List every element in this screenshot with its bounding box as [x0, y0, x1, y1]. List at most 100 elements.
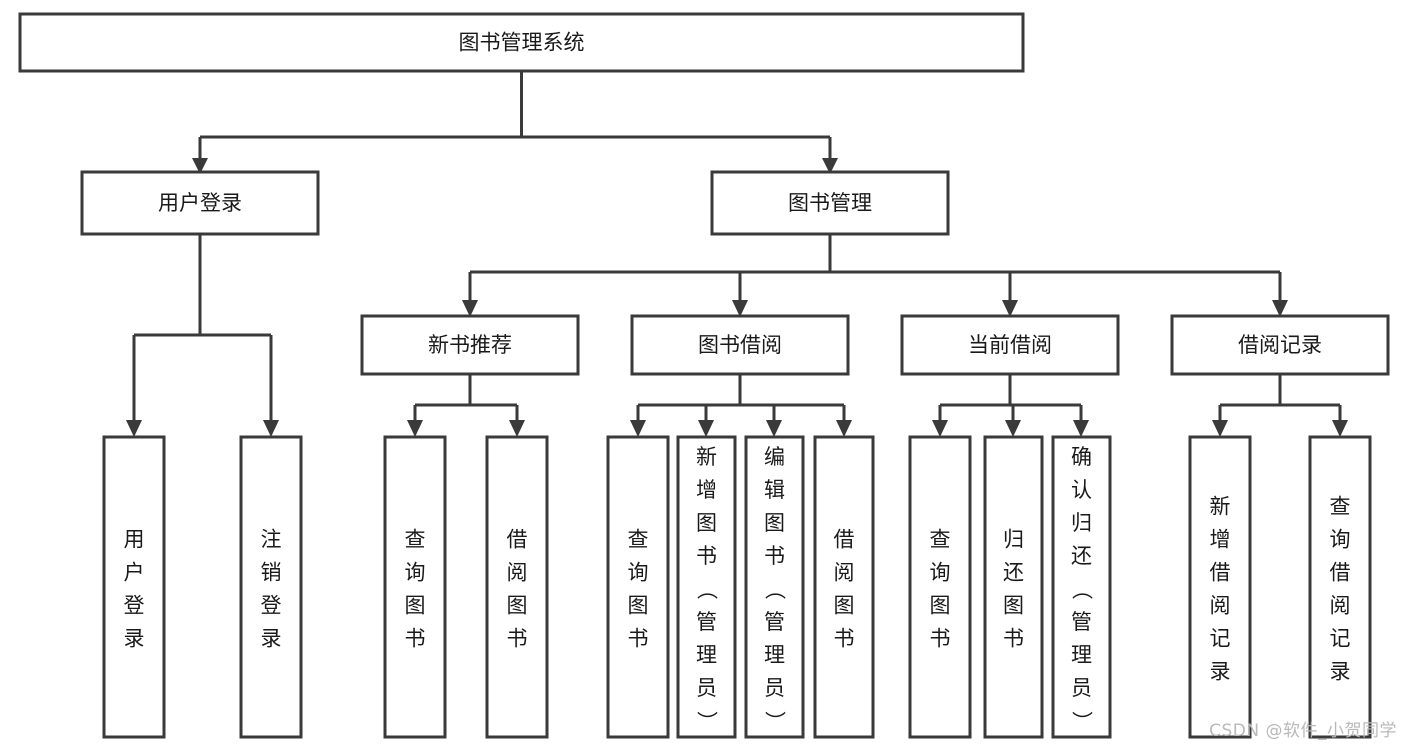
arrow-leaf-borrow-book-2 [836, 420, 852, 437]
leaf-label-char: 查 [628, 528, 649, 552]
leaf-node-box-11[interactable] [1188, 435, 1252, 739]
connectors-borrow-to-leaves [630, 374, 852, 437]
leaf-label-char: 录 [1210, 660, 1231, 684]
arrow-leaf-query-record [1332, 420, 1348, 437]
leaf-label-char: 辑 [764, 478, 785, 502]
level3-node-label-2: 当前借阅 [968, 333, 1052, 357]
level3-node-box-1[interactable] [630, 314, 850, 376]
leaf-label-char: 用 [124, 528, 145, 552]
node-boxes-layer [18, 12, 1390, 739]
root-node-box[interactable] [18, 12, 1025, 73]
leaf-label-char: 记 [1330, 627, 1351, 651]
leaf-label-char: 新 [1210, 495, 1231, 519]
leaf-label-char: ） [763, 711, 787, 732]
leaf-node-box-5[interactable] [676, 435, 737, 739]
leaf-label-char: 借 [1210, 561, 1231, 585]
node-labels-layer: 图书管理系统用户登录图书管理新书推荐图书借阅当前借阅借阅记录用户登录注销登录查询… [124, 31, 1351, 732]
arrow-leaf-borrow-book-1 [509, 420, 525, 437]
leaf-label-char: 阅 [1330, 594, 1351, 618]
level3-node-label-1: 图书借阅 [698, 333, 782, 357]
leaf-label-char: 询 [930, 561, 951, 585]
leaf-node-box-8[interactable] [908, 435, 972, 739]
leaf-label-char: 书 [834, 627, 855, 651]
leaf-node-box-2[interactable] [383, 435, 447, 739]
leaf-label-char: 借 [507, 528, 528, 552]
leaf-node-box-9[interactable] [983, 435, 1044, 739]
leaf-label-char: 编 [764, 445, 785, 469]
arrow-leaf-user-login [126, 420, 142, 437]
leaf-label-char: 录 [124, 627, 145, 651]
leaf-node-box-10[interactable] [1051, 435, 1112, 739]
leaf-label-char: 理 [696, 643, 717, 667]
connectors-record-to-leaves [1212, 374, 1348, 437]
arrow-leaf-confirm-return [1073, 420, 1089, 437]
leaf-label-char: 理 [764, 643, 785, 667]
arrow-to-user-login [192, 158, 208, 174]
arrow-to-borrow [732, 300, 748, 317]
leaf-node-box-1[interactable] [239, 435, 303, 739]
arrow-leaf-query-book-2 [630, 420, 646, 437]
leaf-label-char: 确 [1071, 445, 1092, 469]
root-node-label: 图书管理系统 [459, 31, 585, 55]
leaf-label-char: 员 [764, 676, 785, 700]
leaf-label-char: （ [1070, 579, 1094, 600]
leaf-label-char: 新 [696, 445, 717, 469]
leaf-label-char: 员 [1071, 676, 1092, 700]
level3-node-label-0: 新书推荐 [428, 333, 512, 357]
level2-node-box-0[interactable] [80, 170, 320, 236]
arrow-to-newbook [462, 300, 478, 317]
leaf-label-char: 查 [405, 528, 426, 552]
leaf-label-char: 录 [261, 627, 282, 651]
leaf-label-char: （ [763, 579, 787, 600]
arrow-to-record [1272, 300, 1288, 317]
leaf-label-char: 认 [1071, 478, 1092, 502]
connectors-newbook-to-leaves [407, 374, 525, 437]
leaf-label-char: 图 [930, 594, 951, 618]
leaf-label-char: 阅 [834, 561, 855, 585]
leaf-label-char: 员 [696, 676, 717, 700]
leaf-label-char: 图 [507, 594, 528, 618]
leaf-node-box-4[interactable] [606, 435, 670, 739]
leaf-label-char: ） [1070, 711, 1094, 732]
leaf-label-char: 管 [764, 610, 785, 634]
arrow-leaf-add-book [698, 420, 714, 437]
arrow-leaf-return-book [1005, 420, 1021, 437]
arrow-leaf-edit-book [766, 420, 782, 437]
leaf-label-char: 书 [930, 627, 951, 651]
leaf-label-char: 询 [1330, 528, 1351, 552]
leaf-label-char: 增 [1210, 528, 1231, 552]
level2-node-label-0: 用户登录 [158, 191, 242, 215]
leaf-node-box-7[interactable] [813, 435, 875, 739]
leaf-label-char: 图 [1003, 594, 1024, 618]
arrow-leaf-query-book-3 [932, 420, 948, 437]
level3-node-box-2[interactable] [900, 314, 1120, 376]
leaf-label-char: 询 [405, 561, 426, 585]
leaf-label-char: 书 [628, 627, 649, 651]
leaf-node-box-3[interactable] [485, 435, 549, 739]
leaf-label-char: 借 [1330, 561, 1351, 585]
leaf-node-box-12[interactable] [1308, 435, 1372, 739]
leaf-label-char: 记 [1210, 627, 1231, 651]
leaf-label-char: 归 [1071, 511, 1092, 535]
level3-node-box-3[interactable] [1170, 314, 1390, 376]
level2-node-box-1[interactable] [710, 170, 950, 236]
connectors-userlogin-to-leaves [126, 234, 279, 437]
leaf-node-box-6[interactable] [744, 435, 805, 739]
connectors-bookmgmt-to-level3 [462, 234, 1288, 317]
leaf-label-char: 阅 [1210, 594, 1231, 618]
leaf-label-char: 管 [1071, 610, 1092, 634]
leaf-label-char: 阅 [507, 561, 528, 585]
level3-node-box-0[interactable] [360, 314, 580, 376]
leaf-label-char: （ [695, 579, 719, 600]
leaf-label-char: 查 [930, 528, 951, 552]
leaf-node-box-0[interactable] [102, 435, 166, 739]
leaf-label-char: 图 [628, 594, 649, 618]
